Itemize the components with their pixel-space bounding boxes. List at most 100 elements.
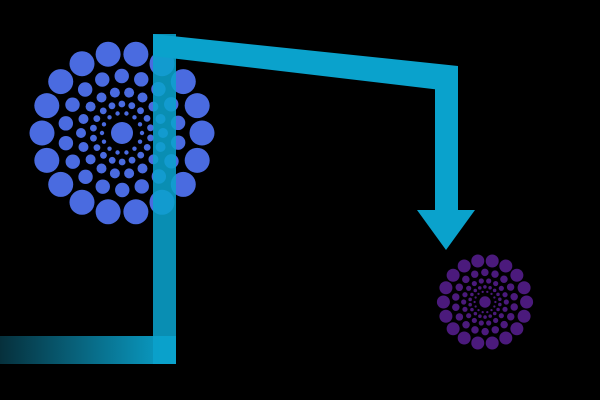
cluster-dot-ring-1 (115, 111, 120, 116)
cluster-dot-ring-3 (124, 87, 135, 98)
cluster-dot-ring-3 (85, 101, 96, 112)
cluster-dot-ring-2 (143, 143, 151, 151)
cluster-dot-ring-1 (115, 150, 120, 155)
cluster-dot-ring-3 (78, 113, 89, 124)
cluster-dot-ring-3 (109, 168, 120, 179)
cluster-dot-ring-2 (108, 156, 116, 164)
cluster-dot-ring-1 (490, 308, 493, 312)
cluster-dot-ring-4 (452, 293, 460, 301)
cluster-dot-ring-1 (101, 122, 107, 127)
cluster-dot-ring-3 (493, 317, 499, 324)
cluster-dot-ring-4 (114, 68, 129, 84)
cluster-dot-ring-5 (446, 268, 460, 282)
cluster-dot-ring-2 (483, 315, 487, 319)
cluster-dot-ring-4 (78, 169, 93, 185)
cluster-dot-ring-3 (462, 292, 468, 298)
cluster-dot-ring-5 (499, 259, 513, 273)
cluster-dot-ring-5 (34, 147, 60, 173)
cluster-dot-ring-2 (492, 288, 497, 293)
cluster-dot-ring-3 (137, 163, 148, 174)
cluster-dot-ring-2 (118, 100, 126, 108)
cluster-dot-ring-2 (128, 102, 136, 110)
cluster-dot-ring-1 (481, 290, 484, 293)
cluster-dot-ring-4 (500, 320, 508, 329)
cluster-dot-ring-5 (34, 93, 60, 119)
cluster-dot-ring-5 (184, 147, 210, 173)
cluster-dot-ring-4 (95, 179, 110, 194)
cluster-dot-ring-1 (124, 150, 129, 155)
cluster-dot-ring-3 (462, 306, 468, 312)
cluster-dot-ring-2 (470, 292, 474, 297)
cluster-dot-ring-4 (462, 321, 470, 329)
cluster-dot-ring-3 (502, 292, 508, 298)
cluster-dot-ring-1 (493, 305, 496, 308)
cluster-dot-ring-3 (96, 163, 107, 174)
cluster-dot-ring-1 (101, 139, 107, 144)
cluster-dot-ring-1 (477, 308, 480, 312)
cluster-dot-ring-2 (108, 102, 116, 110)
cluster-dot-ring-5 (29, 120, 55, 146)
cluster-dot-ring-5 (439, 309, 453, 323)
cluster-dot-ring-5 (517, 281, 531, 295)
cluster-dot-ring-4 (58, 135, 74, 151)
cluster-dot-ring-2 (128, 156, 136, 164)
cluster-dot-ring-3 (478, 320, 484, 326)
cluster-dot-ring-5 (439, 281, 453, 295)
cluster-dot-ring-2 (473, 311, 478, 316)
cluster-dot-ring-2 (90, 124, 97, 132)
cluster-dot-ring-4 (481, 327, 489, 336)
cluster-dot-ring-1 (124, 111, 129, 116)
cluster-dot-ring-1 (494, 300, 497, 304)
cluster-dot-ring-5 (499, 331, 513, 345)
cluster-dot-ring-4 (455, 313, 464, 321)
cluster-dot-ring-5 (95, 41, 121, 67)
cluster-dot-ring-1 (490, 292, 493, 296)
cluster-dot-ring-1 (486, 311, 489, 314)
cluster-dot-ring-4 (491, 270, 499, 278)
cluster-dot-ring-3 (124, 168, 135, 179)
cluster-dot-ring-5 (184, 93, 210, 119)
cluster-dot-ring-2 (496, 307, 500, 312)
arrow-top-segment (153, 34, 458, 92)
cluster-dot-ring-3 (503, 299, 509, 305)
cluster-dot-ring-1 (474, 305, 477, 308)
cluster-dot-ring-2 (147, 134, 154, 142)
cluster-dot-ring-5 (520, 295, 534, 309)
cluster-dot-ring-1 (477, 292, 480, 296)
cluster-dot-ring-2 (468, 297, 472, 302)
cluster-dot-ring-4 (134, 72, 149, 87)
cluster-dot-ring-5 (69, 51, 95, 77)
cluster-dot-ring-4 (471, 326, 479, 334)
cluster-dot-ring-4 (452, 303, 460, 312)
cluster-dot-ring-1 (486, 290, 489, 293)
cluster-dot-ring-2 (470, 307, 474, 312)
cluster-dot-ring-3 (137, 92, 148, 103)
cluster-dot-ring-3 (461, 299, 467, 305)
cluster-dot-ring-5 (123, 199, 149, 225)
cluster-dot-ring-5 (446, 322, 460, 336)
cluster-dot-ring-5 (95, 199, 121, 225)
cluster-dot-ring-2 (100, 151, 107, 159)
cluster-dot-ring-2 (496, 292, 500, 297)
cluster-dot-ring-1 (107, 146, 112, 151)
cluster-dot-ring-4 (481, 268, 489, 277)
cluster-dot-ring-2 (478, 314, 482, 318)
cluster-dot-ring-3 (498, 313, 504, 319)
cluster-dot-ring-4 (510, 292, 518, 301)
cluster-dot-ring-3 (486, 278, 492, 284)
cluster-dot-ring-2 (478, 286, 482, 290)
cluster-dot-ring-4 (95, 72, 110, 87)
cluster-dot-ring-5 (510, 268, 524, 282)
cluster-dot-ring-3 (471, 317, 477, 324)
cluster-dot-ring-5 (457, 331, 471, 345)
cluster-dot-ring-4 (134, 179, 149, 194)
cluster-dot-ring-3 (85, 154, 96, 165)
cluster-dot-ring-5 (436, 295, 450, 309)
cluster-dot-ring-2 (143, 114, 151, 122)
cluster-dot-ring-1 (132, 146, 137, 151)
cluster-dot-ring-4 (65, 97, 80, 112)
cluster-dot-ring-2 (137, 151, 145, 159)
arrow-descending-segment (435, 66, 458, 212)
cluster-dot-ring-5 (123, 41, 149, 67)
